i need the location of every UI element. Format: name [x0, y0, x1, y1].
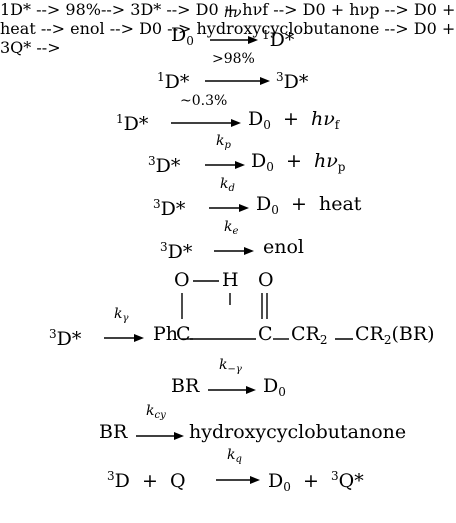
reaction-6-right: enol — [263, 236, 304, 258]
reaction-7-left: 3D* — [49, 327, 82, 350]
reaction-5-left: 3D* — [153, 197, 186, 220]
reaction-1-right: 1D* — [262, 28, 295, 51]
biradical-cr2-br: CR2(BR) — [355, 323, 435, 347]
reaction-8-left: BR — [171, 375, 200, 397]
reaction-4-arrow-label: kp — [216, 133, 231, 151]
reaction-2-left: 1D* — [157, 70, 190, 93]
reaction-3-right: D0 + hνf — [248, 108, 340, 132]
biradical-c1: C — [176, 323, 191, 345]
reaction-1-arrow-label: hν — [224, 5, 242, 21]
reaction-9-arrow-label: kcy — [146, 403, 166, 421]
reaction-4-right: D0 + hνp — [251, 150, 346, 174]
biradical-ketone-o: O — [258, 269, 274, 291]
reaction-9-right: hydroxycyclobutanone — [189, 421, 407, 443]
reaction-6-left: 3D* — [160, 240, 193, 263]
reaction-9-left: BR — [99, 421, 128, 443]
reaction-10-left: 3D + Q — [107, 469, 186, 492]
reaction-10-right: D0 + 3Q* — [268, 469, 364, 494]
reaction-1-left: D0 — [171, 24, 194, 48]
reaction-4-left: 3D* — [148, 154, 181, 177]
reaction-3-arrow-label: ~0.3% — [180, 93, 228, 109]
reaction-2-right: 3D* — [276, 70, 309, 93]
reaction-6-arrow-label: ke — [224, 219, 239, 237]
reaction-10-arrow-label: kq — [227, 447, 242, 465]
biradical-cr2: CR2 — [291, 323, 328, 347]
reaction-3-left: 1D* — [116, 112, 149, 135]
biradical-oh-o: O — [174, 269, 190, 291]
biradical-ph: Ph — [153, 323, 179, 345]
reaction-7-arrow-label: kγ — [114, 306, 129, 324]
reaction-2-arrow-label: >98% — [212, 51, 255, 67]
biradical-oh-h: H — [222, 269, 239, 291]
reaction-5-right: D0 + heat — [256, 193, 362, 217]
reaction-8-right: D0 — [263, 375, 286, 399]
reaction-8-arrow-label: k−γ — [219, 357, 242, 375]
reaction-5-arrow-label: kd — [220, 176, 235, 194]
biradical-c2: C — [258, 323, 273, 345]
